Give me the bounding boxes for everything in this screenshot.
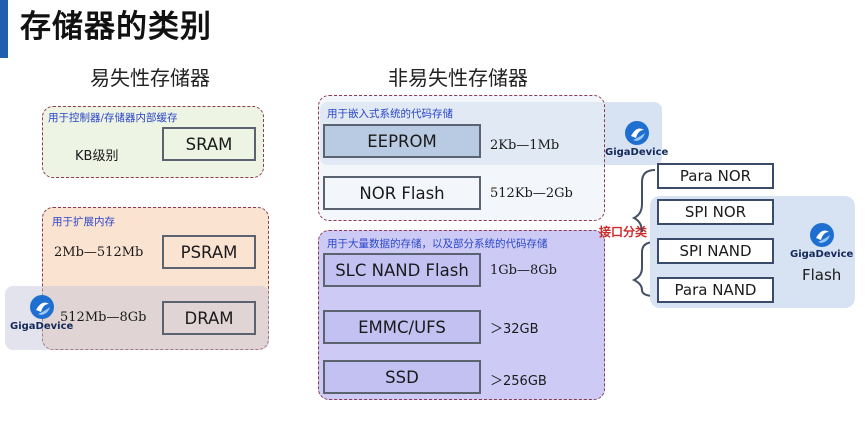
gigadevice-emblem-icon bbox=[624, 121, 649, 145]
dram-box: DRAM bbox=[162, 301, 256, 335]
interface-classification-label: 接口分类 bbox=[599, 225, 648, 239]
title-accent-bar bbox=[0, 0, 8, 58]
spi-nand-box: SPI NAND bbox=[657, 238, 774, 264]
spi-nor-box: SPI NOR bbox=[657, 199, 774, 225]
nor-flash-capacity: 512Kb—2Gb bbox=[490, 186, 573, 201]
flash-label: Flash bbox=[801, 266, 842, 284]
gigadevice-emblem-icon bbox=[809, 223, 834, 247]
sram-capacity: KB级别 bbox=[75, 149, 119, 164]
page-title: 存储器的类别 bbox=[20, 9, 212, 45]
embedded-group-note: 用于嵌入式系统的代码存储 bbox=[327, 108, 453, 120]
sram-box: SRAM bbox=[162, 127, 256, 161]
nor-flash-box: NOR Flash bbox=[323, 176, 481, 210]
gigadevice-logo-text-right: GigaDevice bbox=[790, 249, 854, 260]
psram-capacity: 2Mb—512Mb bbox=[54, 245, 144, 260]
gigadevice-emblem-icon bbox=[29, 295, 54, 319]
emmc-ufs-capacity: ＞32GB bbox=[490, 322, 539, 337]
gigadevice-logo-text-middle: GigaDevice bbox=[605, 147, 669, 158]
slc-nand-flash-capacity: 1Gb—8Gb bbox=[490, 263, 557, 278]
ssd-box: SSD bbox=[323, 360, 481, 394]
ssd-capacity: ＞256GB bbox=[490, 374, 547, 389]
eeprom-box: EEPROM bbox=[323, 124, 481, 158]
volatile-heading: 易失性存储器 bbox=[90, 66, 210, 90]
gigadevice-dram-highlight bbox=[5, 286, 269, 350]
eeprom-capacity: 2Kb—1Mb bbox=[490, 138, 560, 153]
bulk-group-note: 用于大量数据的存储，以及部分系统的代码存储 bbox=[327, 238, 548, 250]
expansion-memory-group bbox=[42, 207, 269, 350]
gigadevice-logo-right: GigaDevice Flash bbox=[790, 222, 853, 284]
gigadevice-logo-left: GigaDevice bbox=[10, 294, 73, 332]
cache-memory-group bbox=[42, 106, 264, 178]
para-nor-box: Para NOR bbox=[657, 163, 774, 189]
cache-group-note: 用于控制器/存储器内部缓存 bbox=[48, 112, 178, 124]
interface-brace-lines bbox=[631, 169, 656, 297]
psram-box: PSRAM bbox=[162, 235, 256, 269]
gigadevice-logo-middle: GigaDevice bbox=[605, 120, 668, 158]
dram-capacity: 512Mb—8Gb bbox=[60, 310, 147, 325]
emmc-ufs-box: EMMC/UFS bbox=[323, 310, 481, 344]
slc-nand-flash-box: SLC NAND Flash bbox=[323, 253, 481, 287]
expansion-group-note: 用于扩展内存 bbox=[52, 216, 115, 228]
embedded-storage-group bbox=[318, 95, 605, 221]
para-nand-box: Para NAND bbox=[657, 277, 774, 303]
gigadevice-logo-text-left: GigaDevice bbox=[10, 321, 74, 332]
nonvolatile-heading: 非易失性存储器 bbox=[388, 66, 528, 90]
